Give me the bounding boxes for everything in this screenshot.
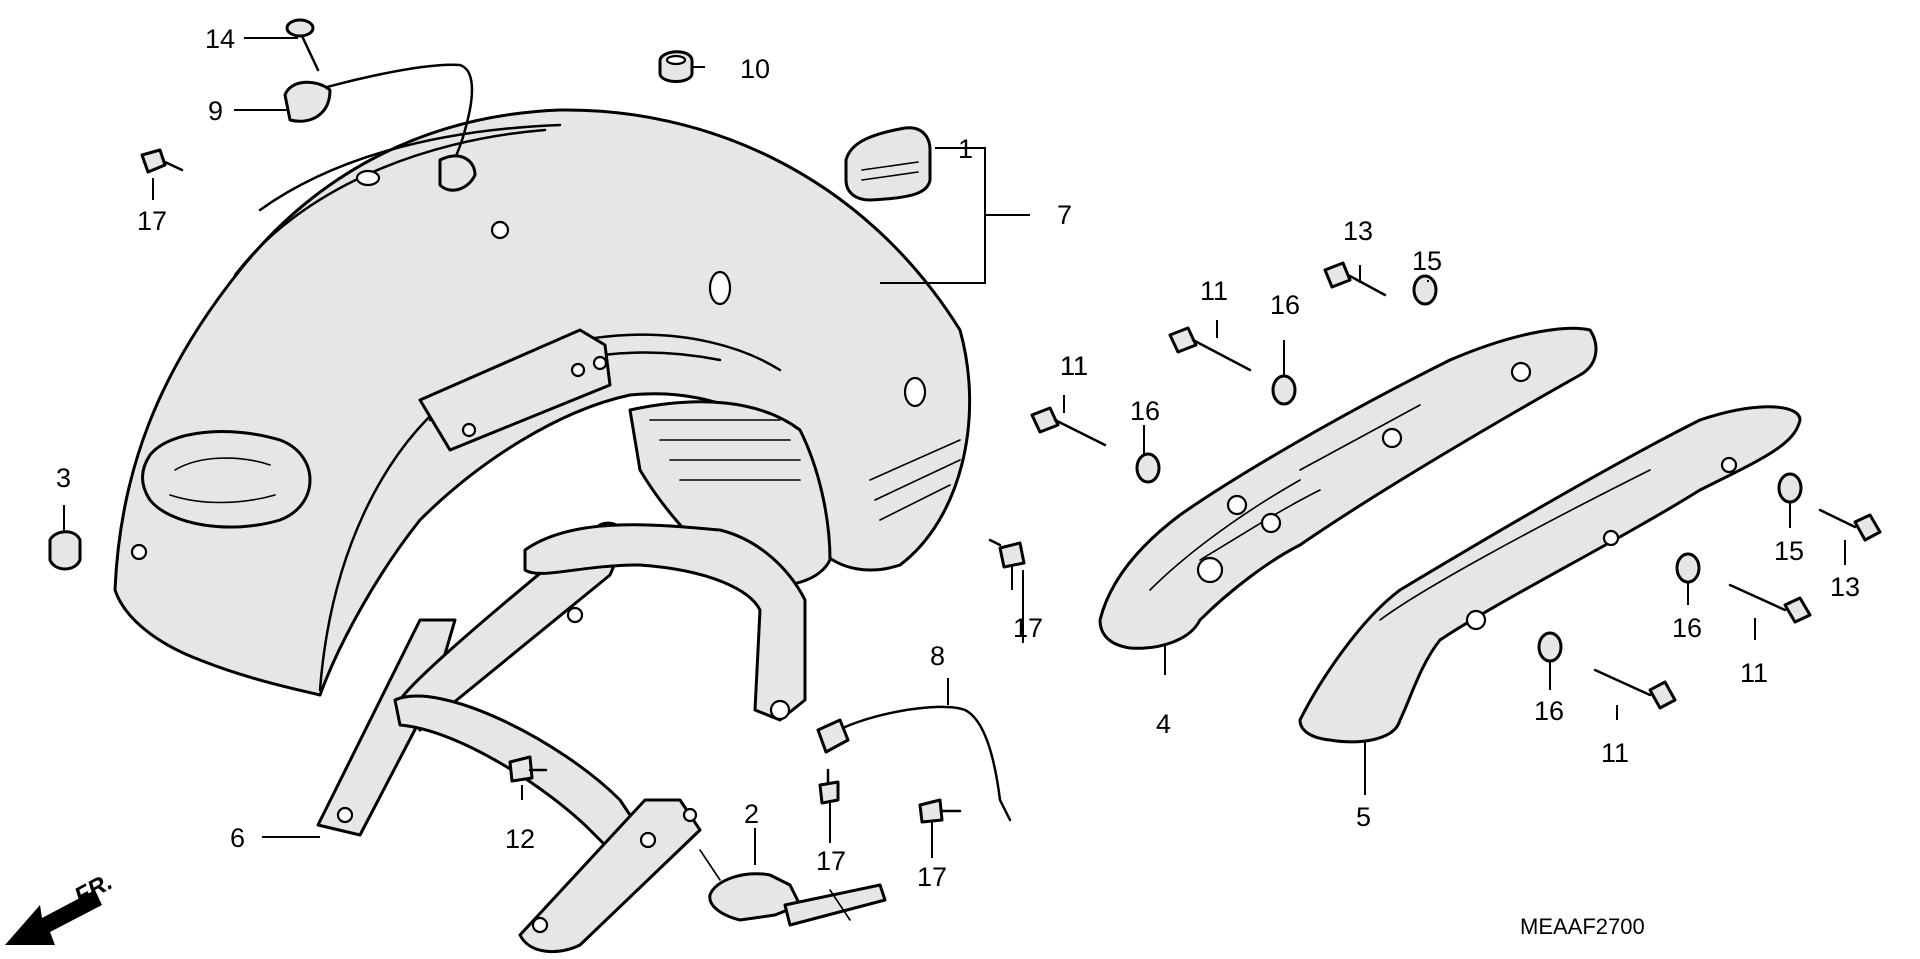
callout-5: 5 [1356, 802, 1371, 832]
callout-numbers: 14 10 9 1 7 17 3 17 11 13 15 11 16 11 16… [56, 24, 1860, 892]
callout-9: 9 [208, 96, 223, 126]
grommet-3 [48, 530, 82, 571]
washer-16-b [1271, 374, 1297, 406]
callout-13-b: 13 [1830, 572, 1860, 602]
rear-grab-handle [283, 63, 477, 192]
screw-14 [285, 18, 320, 72]
callout-16-c: 16 [1534, 696, 1564, 726]
bolt-17-fender-right [988, 538, 1026, 569]
bracket-8 [816, 705, 1012, 822]
side-cover-right [1298, 405, 1802, 744]
bolt-12 [508, 755, 548, 783]
bolt-13-right [1818, 508, 1882, 542]
leader-lines [63, 37, 1846, 865]
callout-10: 10 [740, 54, 770, 84]
bolt-13-top [1323, 261, 1387, 297]
washer-16-d [1537, 631, 1563, 663]
callout-6: 6 [230, 823, 245, 853]
side-cover-left [1098, 326, 1598, 650]
callout-17-b: 17 [1013, 613, 1043, 643]
callout-13-a: 13 [1343, 216, 1373, 246]
callout-4: 4 [1156, 709, 1171, 739]
callout-15-b: 15 [1774, 536, 1804, 566]
callout-16-d: 16 [1672, 613, 1702, 643]
callout-1: 1 [958, 134, 973, 164]
drawing-code: MEAAF2700 [1520, 914, 1645, 939]
callout-11-a: 11 [1060, 351, 1088, 381]
callout-11-d: 11 [1601, 738, 1629, 768]
callout-3: 3 [56, 463, 71, 493]
callout-8: 8 [930, 641, 945, 671]
callout-16-b: 16 [1130, 396, 1160, 426]
bolt-11-a [1030, 406, 1107, 447]
washer-16-a [1135, 452, 1161, 484]
callout-15-a: 15 [1412, 246, 1442, 276]
callout-11-c: 11 [1060, 351, 1088, 381]
grommet-10 [658, 50, 694, 83]
bolt-11-d [1593, 668, 1677, 710]
bolt-11-b [1168, 326, 1252, 372]
washer-16-c [1675, 552, 1701, 584]
bolt-17-lower-right [918, 798, 962, 824]
front-direction-indicator: FR. [5, 868, 117, 945]
bolt-11-c [1728, 583, 1812, 624]
callout-7: 7 [1057, 200, 1072, 230]
bolt-17-lower-left [818, 768, 840, 805]
callout-11-b: 11 [1200, 276, 1228, 306]
callout-16-a: 16 [1270, 290, 1300, 320]
callout-11-e: 11 [1740, 658, 1768, 688]
washer-15-top [1412, 274, 1438, 306]
rear-fender [113, 108, 972, 697]
callout-12: 12 [505, 824, 535, 854]
front-arrow-icon [5, 890, 102, 945]
washer-15-right [1777, 472, 1803, 504]
callout-17-d: 17 [917, 862, 947, 892]
reflector-1 [844, 126, 932, 202]
seat-lock [699, 849, 887, 927]
bolt-17-left [140, 148, 184, 174]
callout-17-a: 17 [137, 206, 167, 236]
callout-14: 14 [205, 24, 235, 54]
callout-17-c: 17 [816, 846, 846, 876]
callout-2: 2 [744, 799, 759, 829]
